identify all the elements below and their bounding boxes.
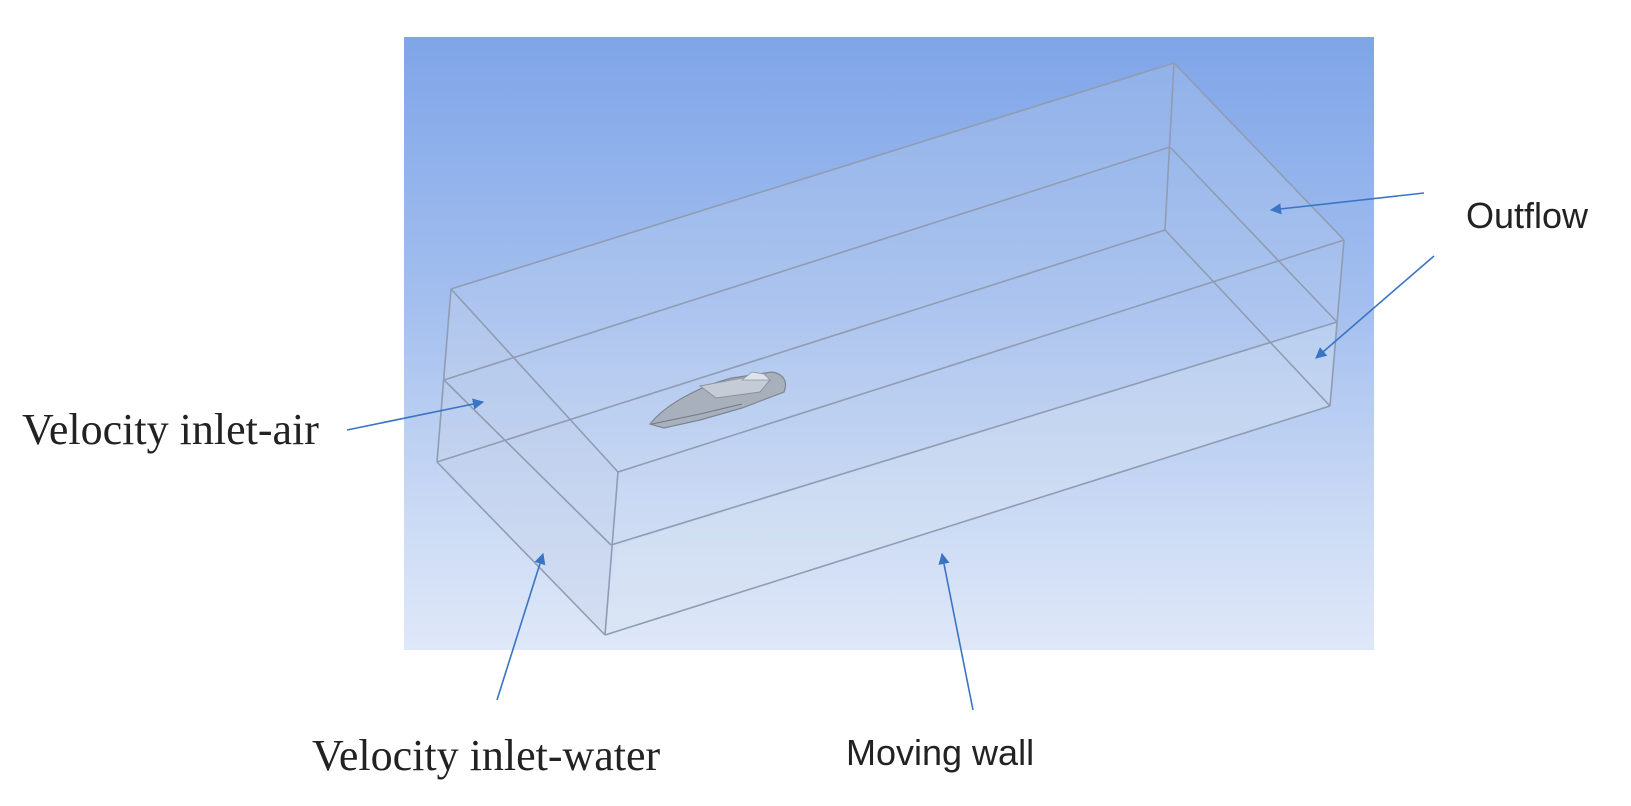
domain-box — [436, 62, 1345, 636]
arrow-velocity-inlet-water — [496, 552, 546, 701]
arrow-moving-wall — [938, 552, 974, 711]
label-velocity-inlet-air: Velocity inlet-air — [22, 405, 319, 454]
box-bottom-face — [605, 322, 1337, 635]
annotation-arrows — [346, 192, 1435, 711]
box-front-face — [437, 63, 1344, 635]
arrow-outflow-upper — [1269, 192, 1425, 215]
label-moving-wall: Moving wall — [846, 732, 1035, 773]
arrow-velocity-inlet-air — [346, 398, 485, 431]
label-velocity-inlet-water: Velocity inlet-water — [312, 731, 661, 780]
label-outflow: Outflow — [1466, 195, 1589, 236]
boat-hull — [648, 371, 787, 429]
arrow-outflow-lower — [1315, 255, 1435, 359]
cad-viewport — [404, 37, 1374, 650]
box-edges — [436, 62, 1345, 636]
